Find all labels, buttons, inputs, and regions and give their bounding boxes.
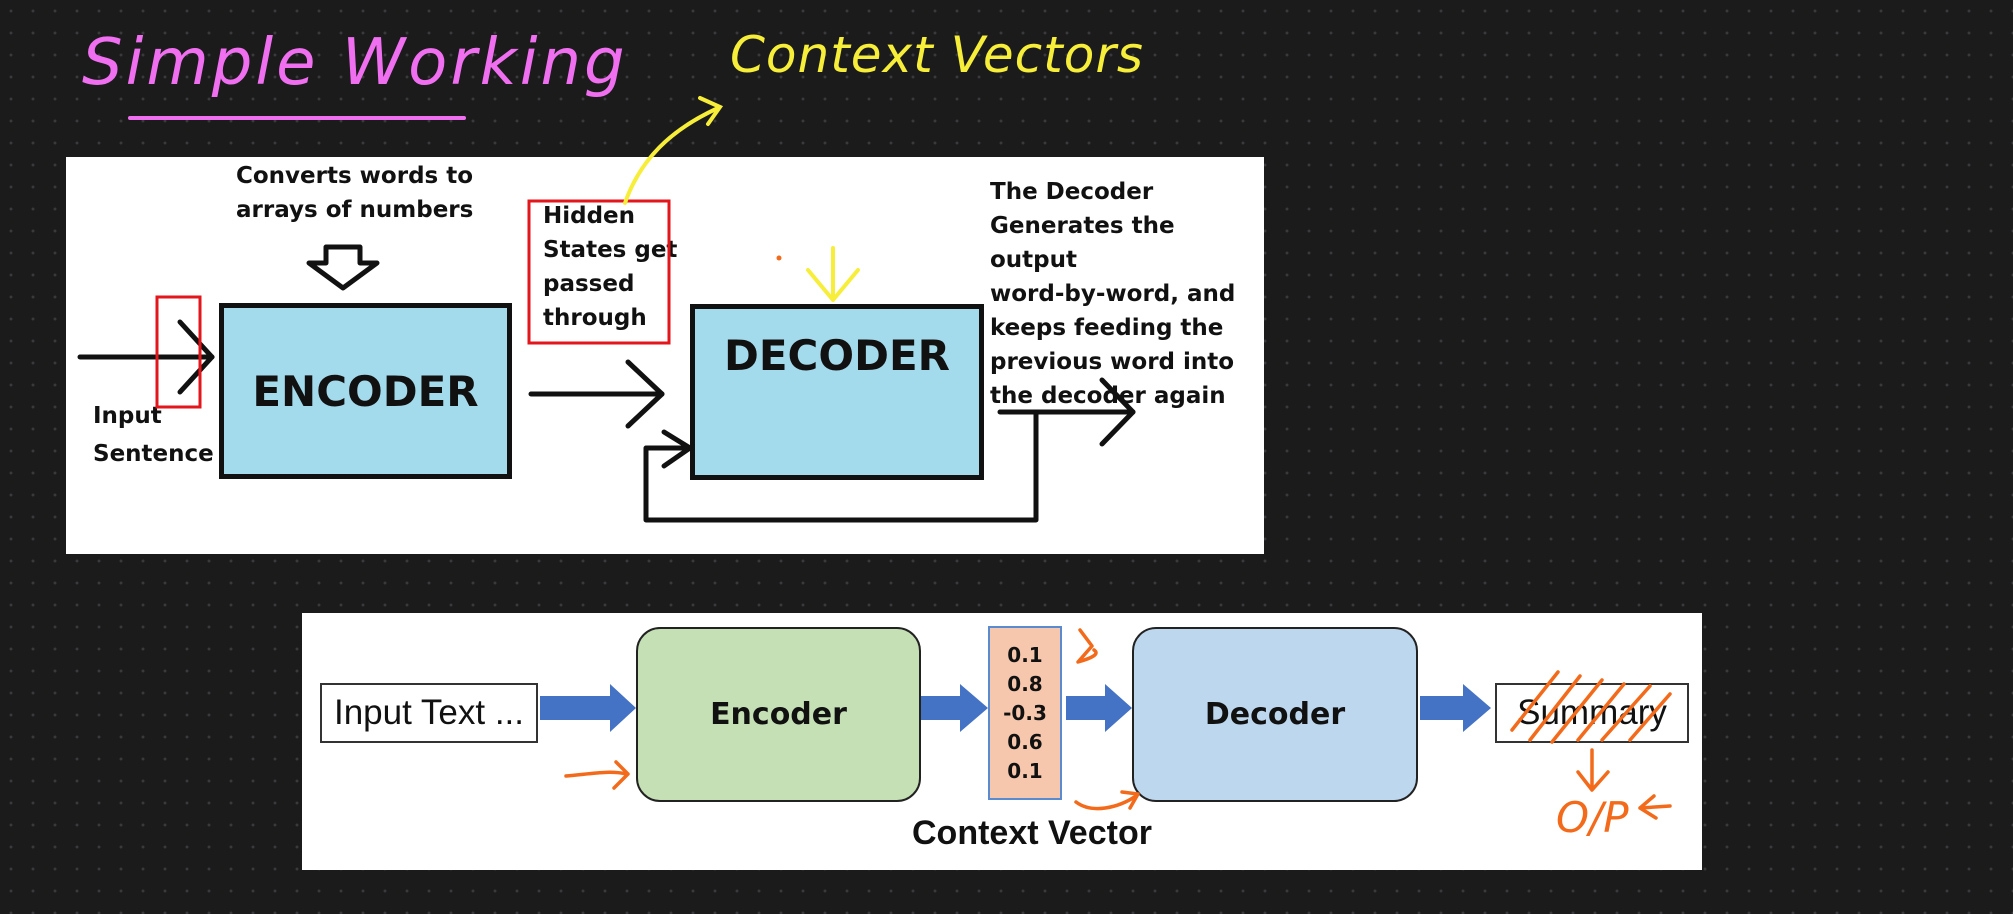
hidden-note-line-2: States get <box>543 237 678 263</box>
output-pointer <box>1638 794 1672 820</box>
context-pointer-line <box>623 106 720 205</box>
input-highlight <box>155 295 202 409</box>
page-title: Simple Working <box>82 26 628 100</box>
converts-note-line-2: arrays of numbers <box>236 197 474 223</box>
decoder-note-line-1: The Decoder <box>990 179 1154 205</box>
summary-strike <box>1576 682 1626 742</box>
encoder-box: Encoder <box>636 627 921 802</box>
vector-value: 0.1 <box>1007 759 1043 783</box>
summary-strike <box>1528 674 1582 742</box>
converts-down-arrow <box>306 244 380 291</box>
summary-strike <box>1550 678 1604 744</box>
decoder-note-line-5: previous word into <box>990 349 1235 375</box>
flow-arrows <box>540 684 1491 732</box>
decoder-note: The Decoder Generates the output word-by… <box>990 175 1264 413</box>
vector-tick-mark <box>1076 628 1098 664</box>
context-vectors-note: Context Vectors <box>730 26 1144 84</box>
encoder-input-mark-head <box>612 760 630 790</box>
context-vector-caption: Context Vector <box>912 814 1152 852</box>
flow-arrow-encoder <box>921 684 988 732</box>
title-underline <box>128 116 466 120</box>
vector-value: 0.8 <box>1007 672 1043 696</box>
vector-value: -0.3 <box>1003 701 1047 725</box>
hidden-state-arrow-head <box>625 359 665 429</box>
decoder-input-mark-head <box>1120 790 1140 810</box>
encoder-decoder-diagram: Converts words to arrays of numbers Inpu… <box>66 157 1264 554</box>
encoder-block: ENCODER <box>219 303 512 479</box>
summary-strike <box>1510 670 1560 732</box>
flow-arrow-input <box>540 684 636 732</box>
decoder-note-line-3: word-by-word, and <box>990 281 1236 307</box>
decoder-note-line-4: keeps feeding the <box>990 315 1224 341</box>
decoder-note-line-2: Generates the output <box>990 213 1175 273</box>
input-label-line-1: Input <box>93 403 162 429</box>
input-sentence-label: Input Sentence <box>93 397 214 473</box>
summary-strike <box>1600 684 1652 742</box>
hidden-note-line-3: passed <box>543 271 635 297</box>
output-down-arrow <box>1576 748 1610 792</box>
encoder-input-mark <box>564 770 628 778</box>
hidden-states-note: Hidden States get passed through <box>543 199 677 335</box>
converts-note-line-1: Converts words to <box>236 163 474 189</box>
hidden-note-line-4: through <box>543 305 647 331</box>
output-arrow-head <box>1099 377 1136 447</box>
context-pointer-head <box>698 96 724 126</box>
converts-note: Converts words to arrays of numbers <box>236 159 473 227</box>
decoder-input-marker <box>806 246 860 302</box>
ink-dot <box>776 255 782 261</box>
output-note: O/P <box>1556 793 1629 842</box>
feedback-arrow-head <box>661 429 693 469</box>
decoder-box: Decoder <box>1132 627 1418 802</box>
flow-arrow-decoder <box>1420 684 1491 732</box>
vector-value: 0.6 <box>1007 730 1043 754</box>
hidden-note-line-1: Hidden <box>543 203 636 229</box>
input-label-line-2: Sentence <box>93 441 214 467</box>
input-text-box: Input Text ... <box>320 683 538 743</box>
flow-arrow-vector <box>1066 684 1132 732</box>
decoder-block: DECODER <box>690 304 984 480</box>
summary-strike <box>1628 692 1672 742</box>
hidden-state-highlight <box>527 199 671 345</box>
feedback-loop <box>643 409 1039 523</box>
vector-value: 0.1 <box>1007 643 1043 667</box>
context-vector-values: 0.1 0.8 -0.3 0.6 0.1 <box>988 626 1062 800</box>
decoder-input-mark <box>1074 794 1138 811</box>
input-arrow-head <box>177 319 215 395</box>
